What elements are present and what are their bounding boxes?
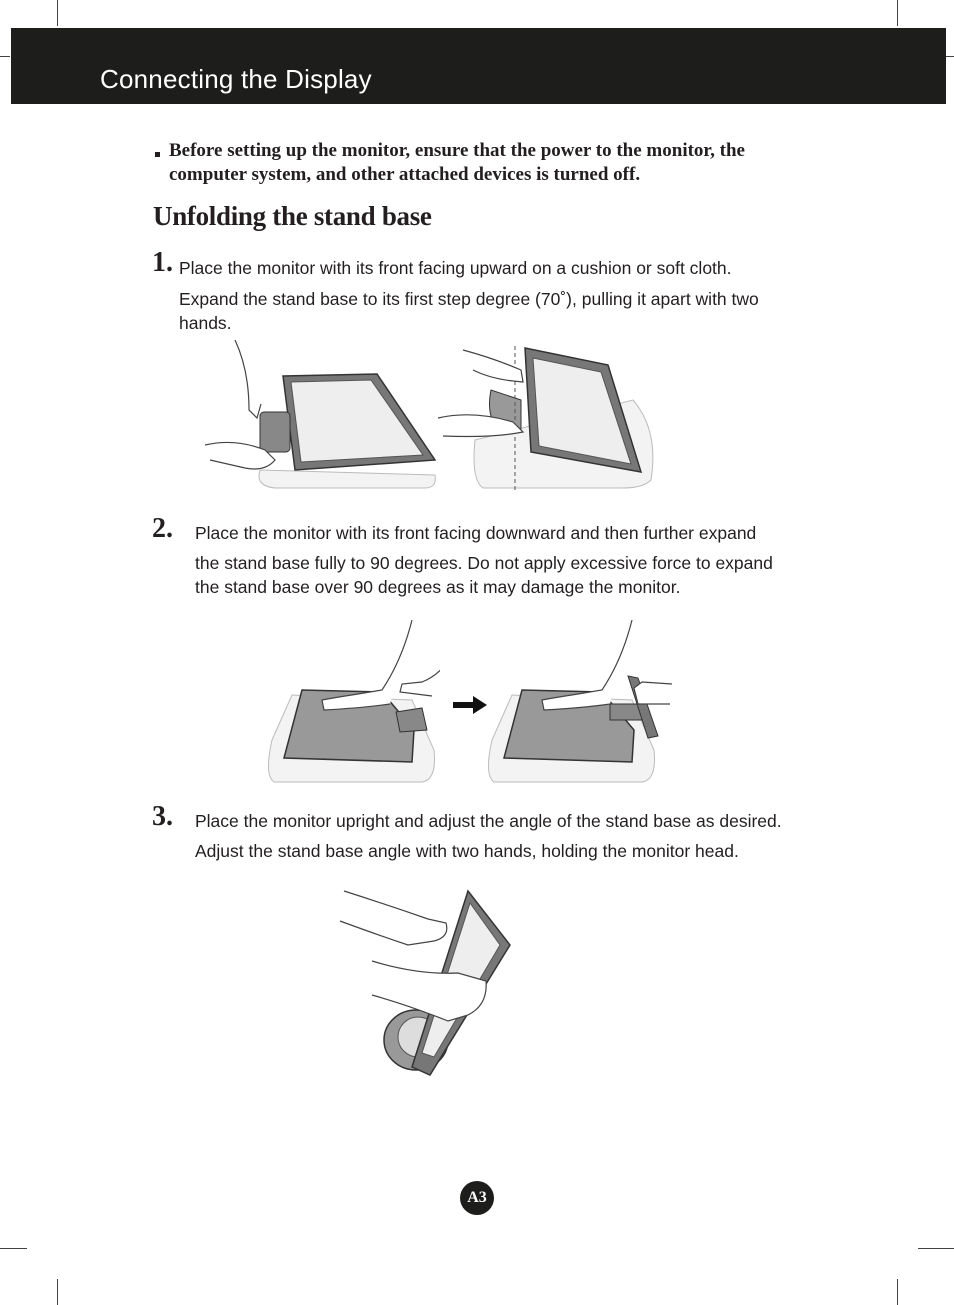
step-text: Place the monitor with its front facing … — [179, 256, 819, 335]
step-line: Expand the stand base to its first step … — [179, 289, 759, 309]
crop-mark — [944, 56, 954, 57]
step-line: the stand base over 90 degrees as it may… — [195, 577, 681, 597]
arrow-right-icon — [453, 696, 487, 714]
step2-illustration-b — [488, 620, 673, 783]
step-text: Place the monitor upright and adjust the… — [195, 809, 835, 863]
safety-notice: Before setting up the monitor, ensure th… — [155, 139, 805, 187]
step-line: Place the monitor with its front facing … — [195, 523, 757, 543]
notice-line: Before setting up the monitor, ensure th… — [169, 140, 745, 161]
step3-illustration — [339, 889, 511, 1076]
step-number: 3. — [152, 801, 173, 832]
crop-mark — [57, 1279, 58, 1305]
step-text: Place the monitor with its front facing … — [195, 521, 825, 599]
crop-mark — [897, 0, 898, 26]
step1-illustration-a — [205, 340, 437, 489]
step-number: 1. — [152, 247, 173, 278]
step-line: Place the monitor upright and adjust the… — [195, 811, 782, 831]
step-line: Place the monitor with its front facing … — [179, 258, 732, 278]
page-title: Connecting the Display — [100, 64, 372, 94]
step2-illustration-a — [268, 620, 440, 783]
crop-mark — [0, 56, 10, 57]
step1-illustration-b — [437, 346, 654, 492]
crop-mark — [897, 1279, 898, 1305]
bullet-icon — [155, 152, 160, 157]
step-number: 2. — [152, 513, 173, 544]
crop-mark — [57, 0, 58, 26]
crop-mark — [0, 1248, 27, 1249]
step-line: hands. — [179, 313, 232, 333]
crop-mark — [918, 1248, 954, 1249]
header-bar — [11, 28, 946, 104]
step-line: Adjust the stand base angle with two han… — [195, 841, 739, 861]
notice-line: computer system, and other attached devi… — [169, 164, 641, 185]
page-number: A3 — [460, 1181, 494, 1215]
section-title: Unfolding the stand base — [153, 201, 432, 231]
step-line: the stand base fully to 90 degrees. Do n… — [195, 553, 773, 573]
